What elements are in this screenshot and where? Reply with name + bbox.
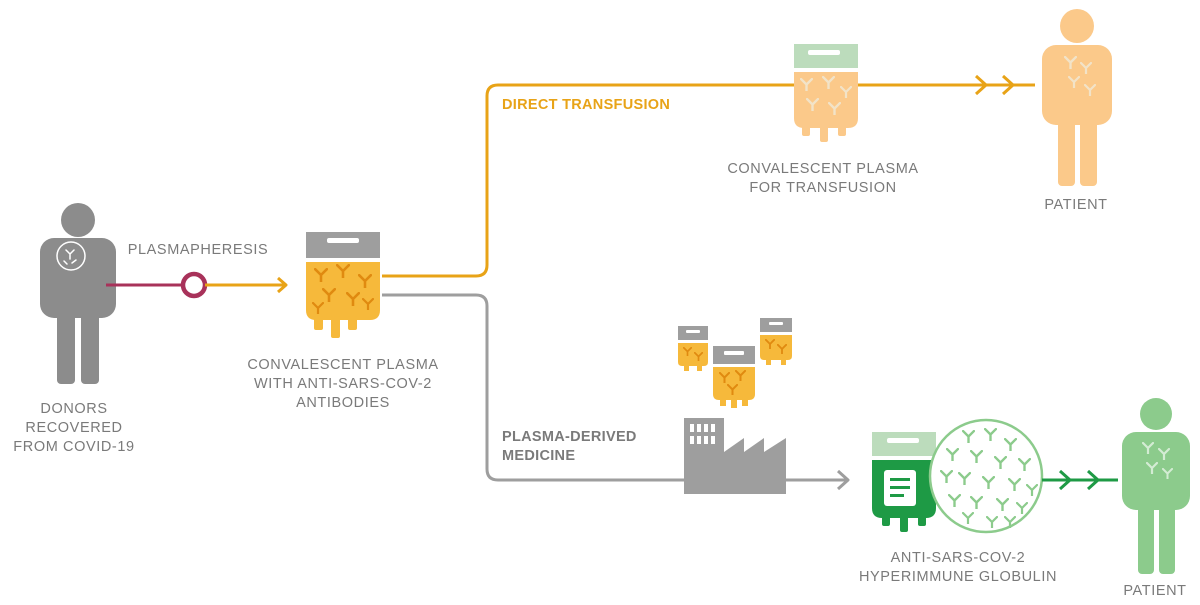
patient-top-text: PATIENT — [1044, 197, 1108, 213]
antibody-circle-icon — [928, 418, 1044, 534]
plasma-derived-line-2: MEDICINE — [502, 448, 576, 464]
plasmapheresis-label: PLASMAPHERESIS — [118, 241, 278, 260]
convalescent-plasma-label: CONVALESCENT PLASMA WITH ANTI-SARS-COV-2… — [238, 356, 448, 413]
pooled-plasma-bag-icon — [678, 326, 708, 371]
direct-transfusion-text: DIRECT TRANSFUSION — [502, 97, 671, 113]
globulin-arrow-2 — [1086, 469, 1100, 491]
patient-bottom-label: PATIENT — [1110, 582, 1200, 601]
plasma-derived-line — [382, 293, 686, 482]
direct-transfusion-line — [382, 83, 1035, 278]
factory-icon — [684, 418, 786, 494]
patient-icon — [1042, 9, 1112, 186]
patient-top-label: PATIENT — [1030, 196, 1122, 215]
patient-bottom-text: PATIENT — [1123, 583, 1187, 599]
donor-person-icon — [40, 203, 116, 384]
direct-arrow-2 — [1001, 74, 1015, 96]
plasmapheresis-node — [180, 271, 208, 299]
direct-arrow-1 — [974, 74, 988, 96]
plasma-derived-medicine-label: PLASMA-DERIVED MEDICINE — [502, 428, 637, 466]
hyperimmune-globulin-line: ANTI-SARS-COV-2 — [890, 550, 1026, 566]
hyperimmune-globulin-line: HYPERIMMUNE GLOBULIN — [858, 569, 1058, 585]
convalescent-plasma-line: CONVALESCENT PLASMA — [247, 357, 439, 373]
convalescent-plasma-line: WITH ANTI-SARS-COV-2 — [254, 376, 432, 392]
plasma-for-transfusion-line: FOR TRANSFUSION — [749, 180, 897, 196]
plasma-for-transfusion-label: CONVALESCENT PLASMA FOR TRANSFUSION — [718, 160, 928, 198]
donors-label: DONORS RECOVERED FROM COVID-19 — [8, 400, 140, 457]
donors-label-line: DONORS — [40, 401, 108, 417]
globulin-bag-icon — [872, 432, 936, 532]
direct-transfusion-label: DIRECT TRANSFUSION — [502, 96, 670, 115]
plasmapheresis-arrow — [277, 276, 288, 294]
pooled-plasma-bag-icon — [713, 346, 755, 408]
plasma-bag-icon — [306, 232, 380, 338]
factory-output-arrow — [836, 469, 850, 491]
transfusion-bag-icon — [794, 44, 858, 142]
patient-icon — [1122, 398, 1190, 574]
pooled-plasma-bag-icon — [760, 318, 792, 365]
plasma-for-transfusion-line: CONVALESCENT PLASMA — [727, 161, 919, 177]
hyperimmune-globulin-label: ANTI-SARS-COV-2 HYPERIMMUNE GLOBULIN — [848, 549, 1068, 587]
globulin-arrow-1 — [1058, 469, 1072, 491]
donors-label-line: RECOVERED — [25, 420, 123, 436]
convalescent-plasma-line: ANTIBODIES — [296, 395, 390, 411]
donors-label-line: FROM COVID-19 — [13, 439, 135, 455]
plasma-derived-line-1: PLASMA-DERIVED — [502, 429, 637, 445]
plasmapheresis-text: PLASMAPHERESIS — [127, 242, 269, 258]
